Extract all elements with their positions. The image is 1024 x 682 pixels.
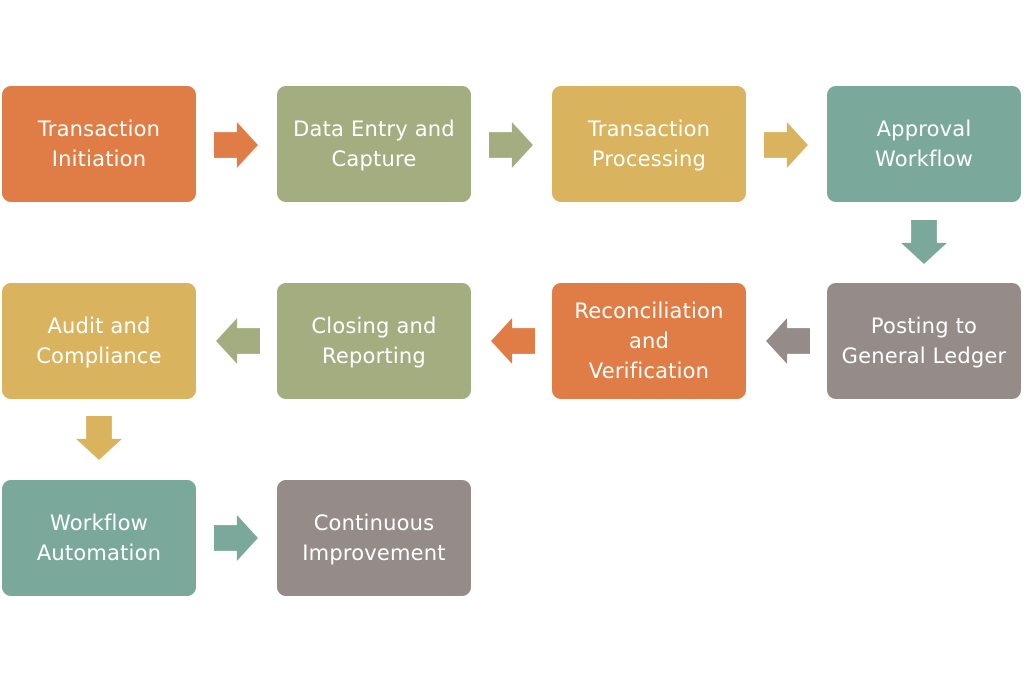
step-label: Audit and Compliance xyxy=(36,314,162,368)
step-workflow-automation: Workflow Automation xyxy=(2,480,196,596)
step-reconciliation-and-verification: Reconciliation and Verification xyxy=(552,283,746,399)
arrow-left-icon xyxy=(216,318,260,364)
step-audit-and-compliance: Audit and Compliance xyxy=(2,283,196,399)
step-label: Workflow Automation xyxy=(36,511,162,565)
step-transaction-processing: Transaction Processing xyxy=(552,86,746,202)
step-label: Transaction Processing xyxy=(587,117,711,171)
arrow-right-icon xyxy=(214,122,258,168)
step-label: Reconciliation and Verification xyxy=(574,299,724,383)
step-label: Transaction Initiation xyxy=(37,117,161,171)
step-approval-workflow: Approval Workflow xyxy=(827,86,1021,202)
step-continuous-improvement: Continuous Improvement xyxy=(277,480,471,596)
arrow-left-icon xyxy=(766,318,810,364)
arrow-down-icon xyxy=(76,416,122,460)
step-label: Continuous Improvement xyxy=(302,511,446,565)
step-data-entry-and-capture: Data Entry and Capture xyxy=(277,86,471,202)
arrow-down-icon xyxy=(901,220,947,264)
arrow-right-icon xyxy=(489,122,533,168)
step-transaction-initiation: Transaction Initiation xyxy=(2,86,196,202)
step-label: Closing and Reporting xyxy=(311,314,437,368)
arrow-left-icon xyxy=(491,318,535,364)
step-label: Approval Workflow xyxy=(874,117,974,171)
step-closing-and-reporting: Closing and Reporting xyxy=(277,283,471,399)
step-label: Data Entry and Capture xyxy=(293,117,455,171)
arrow-right-icon xyxy=(214,515,258,561)
arrow-right-icon xyxy=(764,122,808,168)
step-label: Posting to General Ledger xyxy=(841,314,1007,368)
step-posting-to-general-ledger: Posting to General Ledger xyxy=(827,283,1021,399)
